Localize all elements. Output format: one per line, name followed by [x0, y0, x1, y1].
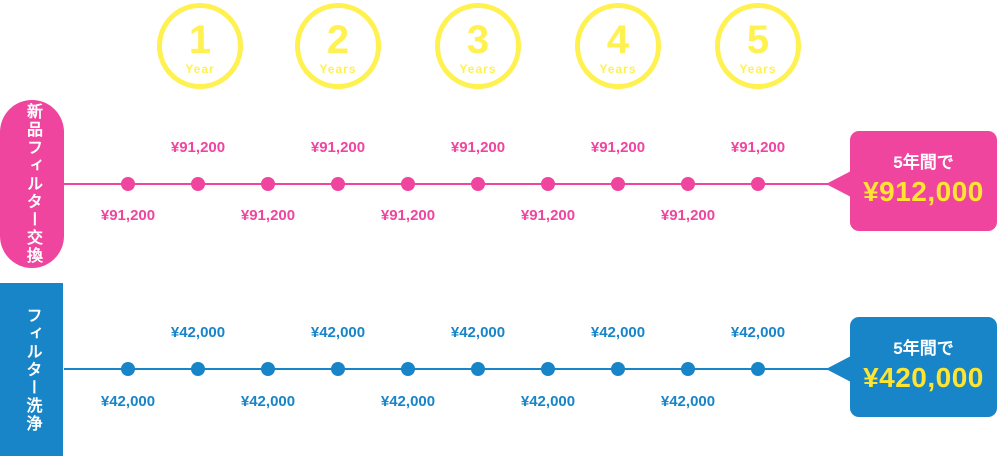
row-label-text: 新品フィルター交換 — [24, 103, 41, 265]
payment-amount-label: ¥91,200 — [590, 139, 646, 156]
row-label-filter-washing: フィルター洗浄 — [0, 283, 63, 456]
payment-dot — [401, 177, 415, 191]
payment-dot — [261, 362, 275, 376]
year-number: 4 — [606, 17, 630, 62]
payment-amount-label: ¥42,000 — [450, 324, 506, 341]
payment-dot — [191, 362, 205, 376]
payment-dot — [541, 177, 555, 191]
payment-amount-label: ¥42,000 — [380, 393, 436, 410]
total-arrow-replacement — [826, 171, 851, 197]
payment-dot — [331, 362, 345, 376]
year-number: 2 — [326, 17, 350, 62]
payment-amount-label: ¥42,000 — [310, 324, 366, 341]
payment-amount-label: ¥42,000 — [240, 393, 296, 410]
timeline-line-replacement — [64, 183, 830, 185]
timeline-line-washing — [64, 368, 830, 370]
total-box-replacement: 5年間で ¥912,000 — [850, 131, 997, 231]
year-number: 5 — [746, 17, 770, 62]
row-label-text: フィルター洗浄 — [23, 306, 41, 433]
payment-amount-label: ¥91,200 — [100, 207, 156, 224]
payment-dot — [471, 177, 485, 191]
year-unit-label: Years — [319, 61, 357, 76]
payment-dot — [401, 362, 415, 376]
payment-dot — [331, 177, 345, 191]
payment-dot — [121, 177, 135, 191]
payment-amount-label: ¥91,200 — [170, 139, 226, 156]
payment-amount-label: ¥91,200 — [310, 139, 366, 156]
year-number: 3 — [466, 17, 490, 62]
total-box-washing: 5年間で ¥420,000 — [850, 317, 997, 417]
payment-amount-label: ¥42,000 — [730, 324, 786, 341]
year-unit-label: Year — [185, 61, 215, 76]
year-number: 1 — [188, 17, 212, 62]
payment-amount-label: ¥91,200 — [520, 207, 576, 224]
payment-amount-label: ¥91,200 — [660, 207, 716, 224]
payment-amount-label: ¥91,200 — [380, 207, 436, 224]
payment-amount-label: ¥42,000 — [170, 324, 226, 341]
payment-dot — [751, 177, 765, 191]
payment-dot — [611, 362, 625, 376]
payment-dot — [751, 362, 765, 376]
payment-dot — [541, 362, 555, 376]
payment-amount-label: ¥91,200 — [240, 207, 296, 224]
year-unit-label: Years — [459, 61, 497, 76]
payment-dot — [471, 362, 485, 376]
year-unit-label: Years — [599, 61, 637, 76]
payment-dot — [261, 177, 275, 191]
payment-amount-label: ¥42,000 — [520, 393, 576, 410]
payment-dot — [121, 362, 135, 376]
payment-amount-label: ¥91,200 — [450, 139, 506, 156]
payment-amount-label: ¥42,000 — [590, 324, 646, 341]
total-amount: ¥420,000 — [863, 362, 984, 394]
total-caption: 5年間で — [893, 339, 954, 358]
payment-dot — [681, 362, 695, 376]
payment-amount-label: ¥42,000 — [660, 393, 716, 410]
total-arrow-washing — [826, 356, 851, 382]
total-amount: ¥912,000 — [863, 176, 984, 208]
payment-dot — [611, 177, 625, 191]
payment-dot — [191, 177, 205, 191]
row-label-new-filter-replacement: 新品フィルター交換 — [0, 100, 64, 268]
total-caption: 5年間で — [893, 153, 954, 172]
year-unit-label: Years — [739, 61, 777, 76]
payment-dot — [681, 177, 695, 191]
payment-amount-label: ¥42,000 — [100, 393, 156, 410]
payment-amount-label: ¥91,200 — [730, 139, 786, 156]
